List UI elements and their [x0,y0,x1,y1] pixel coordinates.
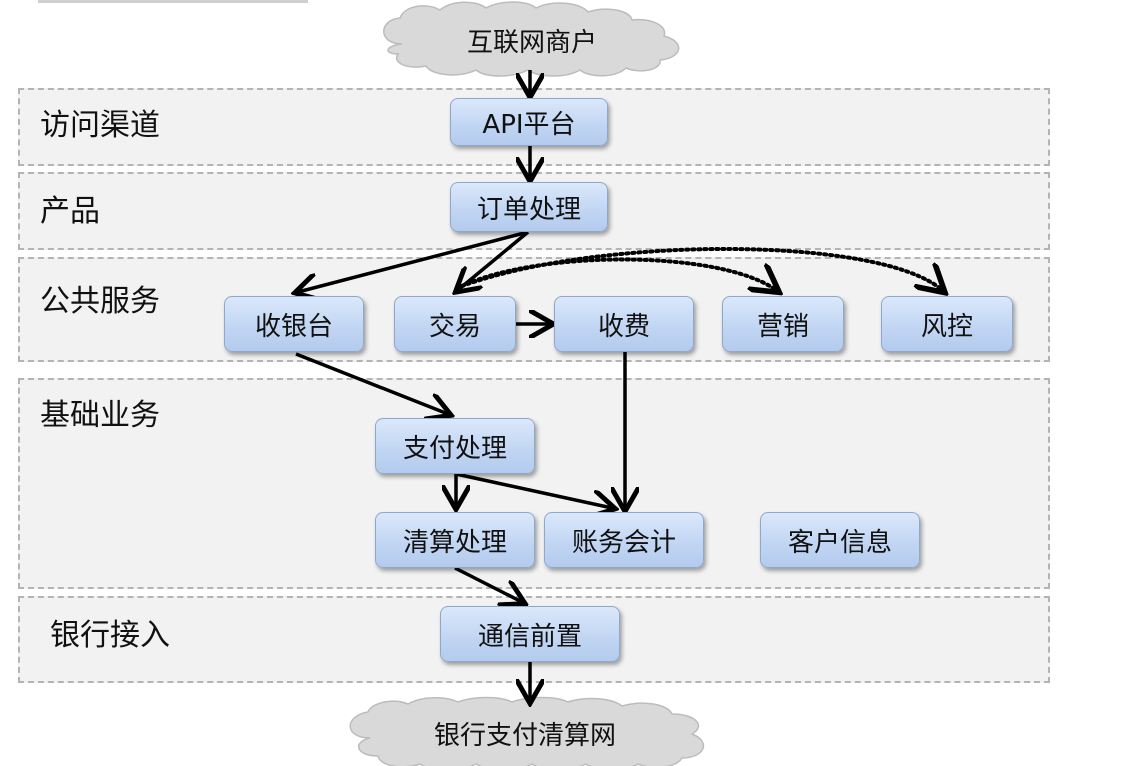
layer-label-bank-access: 银行接入 [50,618,170,653]
layer-label-public-service: 公共服务 [40,284,160,319]
arrow-order-to-cashier [298,230,529,292]
node-payment-processing: 支付处理 [375,418,535,474]
node-trade: 交易 [394,296,516,352]
dotted-connectors [460,247,942,290]
cloud-top-label: 互联网商户 [466,27,597,58]
node-fee: 收费 [554,296,694,352]
dotted-arrow-trade-to-marketing [460,257,776,290]
cloud-bottom-shape [349,696,705,766]
layer-public-service [18,257,1050,362]
arrow-cashier-to-payment [295,352,448,414]
top-edge-bar [38,0,308,3]
node-comm-frontend: 通信前置 [440,606,620,662]
arrow-clearing-to-comm [454,566,522,602]
layer-label-product: 产品 [40,194,100,229]
cloud-top-shape [383,1,680,77]
node-accounting: 账务会计 [544,512,704,568]
node-risk-control: 风控 [881,296,1013,352]
node-clearing-processing: 清算处理 [375,512,535,568]
connectors [296,70,625,700]
node-marketing: 营销 [722,296,844,352]
cloud-bottom-label: 银行支付清算网 [433,720,616,751]
node-customer-info: 客户信息 [760,512,920,568]
node-cashier: 收银台 [224,296,364,352]
arrow-order-to-trade [458,230,530,290]
arrow-payment-to-accounting [455,472,612,508]
node-api-platform: API平台 [450,98,608,146]
layer-label-access: 访问渠道 [40,108,160,143]
dotted-arrow-trade-to-risk [460,247,942,290]
node-order-processing: 订单处理 [450,182,608,232]
layer-label-basic-business: 基础业务 [40,398,160,433]
